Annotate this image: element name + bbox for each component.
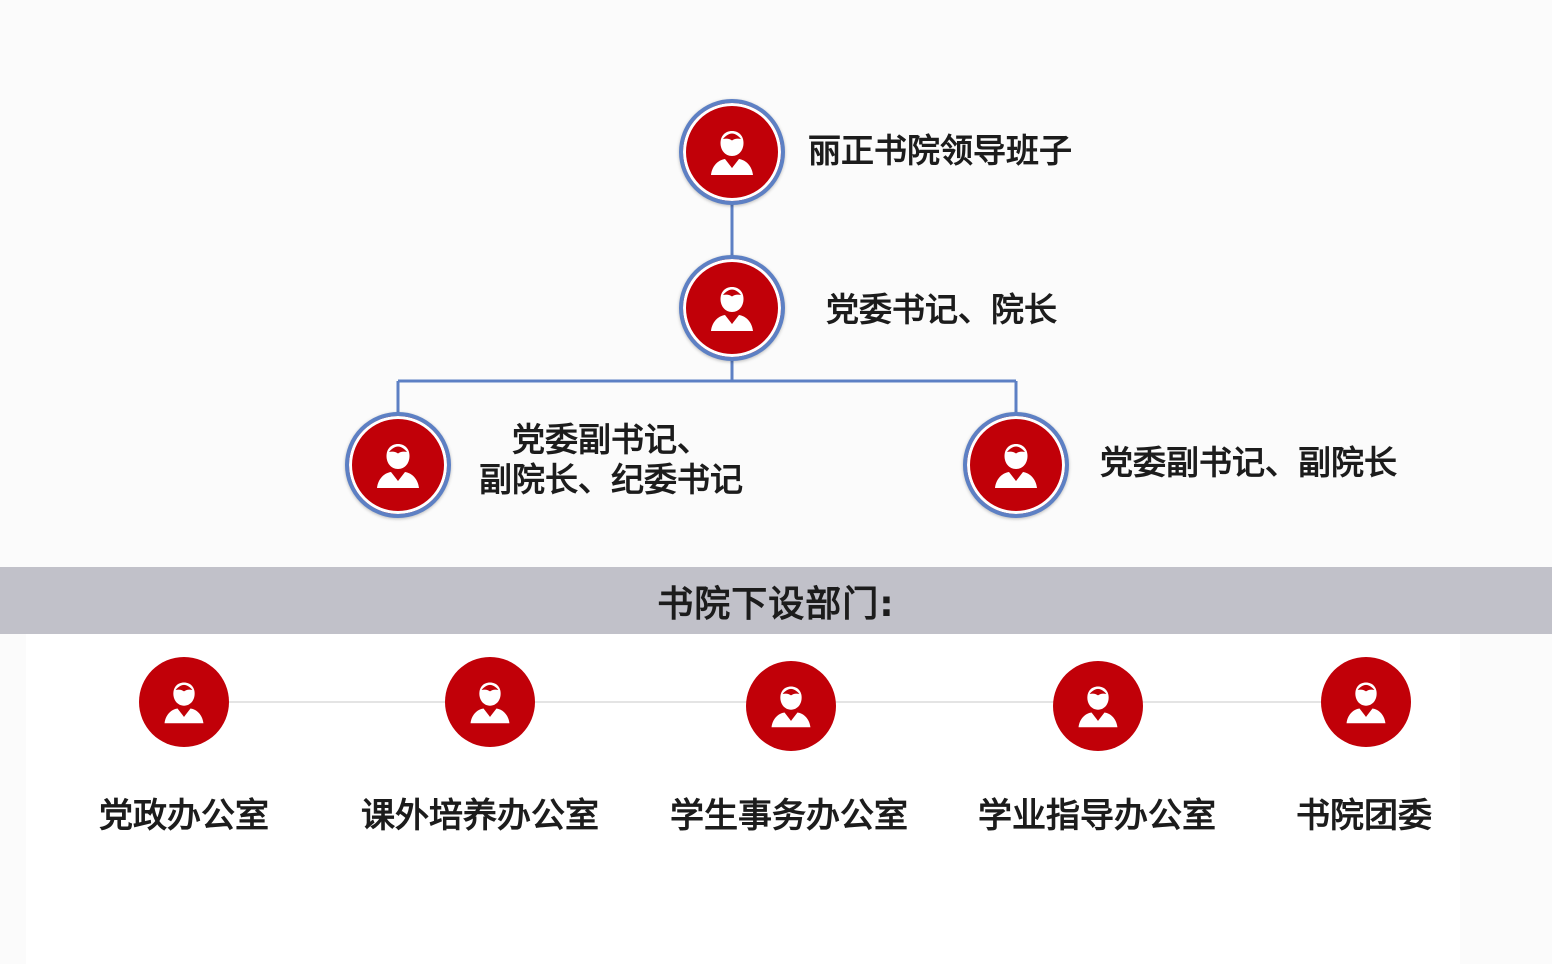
person-icon [159,677,209,727]
department-label: 书院团委 [1296,796,1432,836]
person-icon [1073,681,1123,731]
label-deputy-secretary-discipline: 党委副书记、 副院长、纪委书记 [466,420,756,500]
node-party-secretary-president [679,255,785,361]
label-party-secretary-president: 党委书记、院长 [826,290,1057,329]
banner-title: 书院下设部门: [657,583,895,625]
department-label: 党政办公室 [99,796,269,836]
label-deputy-secretary-vice-president: 党委副书记、副院长 [1100,443,1397,482]
person-icon [705,281,759,335]
node-department-extracurricular-office [445,657,535,747]
node-deputy-secretary-vice-president [963,412,1069,518]
label-leadership-team: 丽正书院领导班子 [808,131,1072,170]
node-department-student-affairs-office [746,661,836,751]
node-department-academic-guidance-office [1053,661,1143,751]
person-icon [371,438,425,492]
node-department-party-admin-office [139,657,229,747]
department-label: 学生事务办公室 [670,796,908,836]
department-label: 学业指导办公室 [978,796,1216,836]
person-icon [989,438,1043,492]
label-line-1: 党委副书记、 [512,420,710,459]
node-department-youth-league [1321,657,1411,747]
person-icon [1341,677,1391,727]
person-icon [465,677,515,727]
label-line-2: 副院长、纪委书记 [479,460,743,499]
department-label: 课外培养办公室 [361,796,599,836]
person-icon [705,125,759,179]
person-icon [766,681,816,731]
node-leadership-team [679,99,785,205]
departments-panel [26,634,1460,964]
departments-banner: 书院下设部门: [0,567,1552,634]
node-deputy-secretary-discipline [345,412,451,518]
